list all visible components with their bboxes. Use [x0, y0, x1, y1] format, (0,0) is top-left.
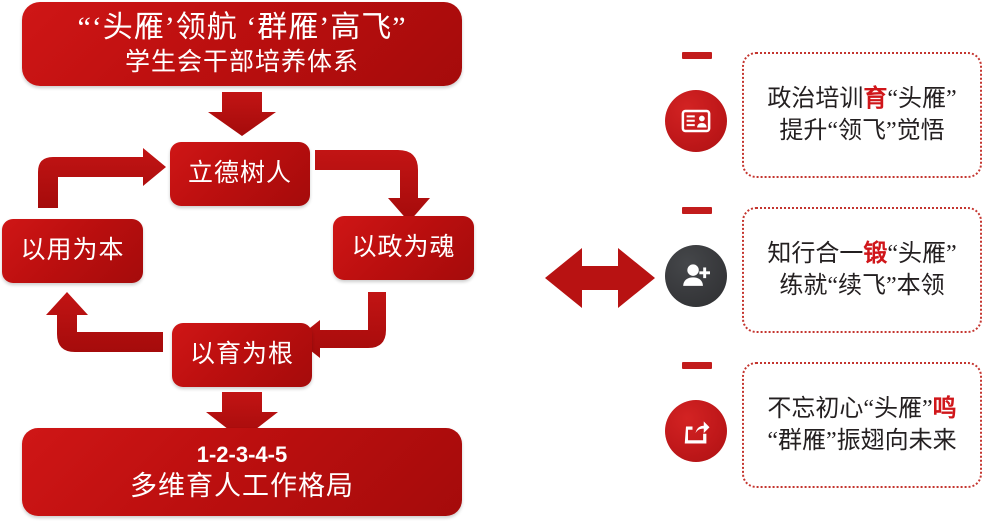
card-dash-1 [682, 52, 712, 59]
title-line-2: 学生会干部培养体系 [124, 48, 359, 76]
card-3-line-1: 不忘初心“头雁”鸣 [767, 395, 957, 422]
summary-line-2: 多维育人工作格局 [130, 470, 354, 501]
arrow-title-to-cycle [208, 92, 276, 136]
share-icon [665, 400, 727, 462]
title-box: “‘头雁’领航 ‘群雁’高飞” 学生会干部培养体系 [22, 2, 462, 86]
summary-box: 1-2-3-4-5 多维育人工作格局 [22, 428, 462, 516]
arrow-top-to-right [315, 150, 430, 222]
card-2-line-2: 练就“续飞”本领 [779, 273, 945, 299]
card-row-3: 不忘初心“头雁”鸣 “群雁”振翅向未来 [660, 352, 990, 497]
arrow-bottom-to-left [46, 292, 163, 352]
summary-line-1: 1-2-3-4-5 [196, 442, 288, 468]
cycle-box-top-label: 立德树人 [187, 160, 292, 187]
card-2-highlight: 锻 [863, 240, 888, 267]
double-arrow [545, 248, 655, 308]
card-2-line-1: 知行合一锻“头雁” [767, 240, 957, 267]
card-3-highlight: 鸣 [932, 395, 957, 422]
card-dash-2 [682, 207, 712, 214]
card-dash-3 [682, 362, 712, 369]
cycle-box-bottom: 以育为根 [172, 323, 312, 387]
card-box-3: 不忘初心“头雁”鸣 “群雁”振翅向未来 [742, 362, 982, 488]
card-1-line-2: 提升“领飞”觉悟 [779, 118, 945, 144]
card-box-2: 知行合一锻“头雁” 练就“续飞”本领 [742, 207, 982, 333]
card-row-1: 政治培训育“头雁” 提升“领飞”觉悟 [660, 42, 990, 187]
title-line-1: “‘头雁’领航 ‘群雁’高飞” [77, 11, 407, 45]
card-1-highlight: 育 [863, 85, 888, 112]
add-user-icon [665, 245, 727, 307]
arrow-left-to-top [38, 148, 166, 208]
cycle-box-right: 以政为魂 [333, 216, 474, 280]
cycle-box-right-label: 以政为魂 [351, 234, 456, 261]
cycle-box-left-label: 以用为本 [20, 237, 125, 264]
card-1-line-1: 政治培训育“头雁” [767, 85, 957, 112]
card-3-line-2: “群雁”振翅向未来 [767, 428, 957, 454]
cycle-box-top: 立德树人 [170, 142, 310, 206]
cycle-box-bottom-label: 以育为根 [189, 341, 294, 368]
card-row-2: 知行合一锻“头雁” 练就“续飞”本领 [660, 197, 990, 342]
cycle-box-left: 以用为本 [2, 219, 143, 283]
card-box-1: 政治培训育“头雁” 提升“领飞”觉悟 [742, 52, 982, 178]
id-card-icon [665, 90, 727, 152]
